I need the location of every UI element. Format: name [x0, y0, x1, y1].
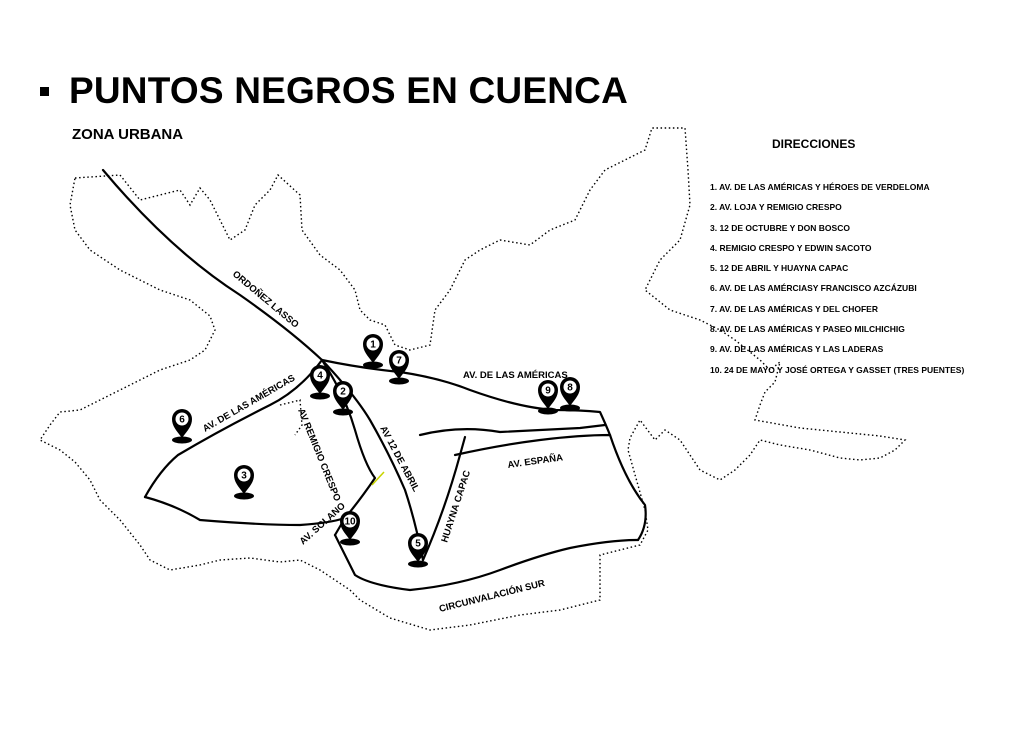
pin-number: 4 — [317, 371, 323, 382]
pin-circle — [411, 536, 425, 550]
pin-circle — [237, 468, 251, 482]
subtitle: ZONA URBANA — [72, 126, 184, 143]
pin-base — [234, 492, 254, 500]
pin-base — [340, 538, 360, 546]
legend-item: 7. AV. DE LAS AMÉRICAS Y DEL CHOFER — [710, 303, 878, 314]
label-ordonez: ORDOÑEZ LASSO — [230, 269, 301, 331]
map-pin-1[interactable]: 1 — [363, 334, 383, 369]
pin-base — [172, 436, 192, 444]
pin-circle — [541, 383, 555, 397]
pin-number: 10 — [344, 517, 356, 528]
title-row: PUNTOS NEGROS EN CUENCA — [40, 70, 628, 112]
pin-base — [363, 361, 383, 369]
map-pin-2[interactable]: 2 — [333, 381, 353, 416]
pin-number: 6 — [179, 415, 185, 426]
pins-layer: 1 2 3 4 5 6 7 8 9 10 — [172, 334, 580, 568]
pin-base — [333, 408, 353, 416]
street-circunvalacion — [333, 533, 640, 592]
legend-item: 6. AV. DE LAS AMÉRCIASY FRANCISCO AZCÁZU… — [710, 283, 917, 294]
pin-number: 2 — [340, 387, 346, 398]
label-remigio: AV REMIGIO CRESPO — [295, 407, 342, 503]
pin-base — [408, 560, 428, 568]
pin-number: 9 — [545, 386, 551, 397]
label-americas-west: AV. DE LAS AMÉRICAS — [201, 373, 297, 435]
pin-number: 8 — [567, 383, 573, 394]
legend-item: 2. AV. LOJA Y REMIGIO CRESPO — [710, 202, 842, 213]
pin-base — [389, 377, 409, 385]
pin-number: 7 — [396, 356, 402, 367]
legend-item: 9. AV. DE LAS AMÉRICAS Y LAS LADERAS — [710, 344, 884, 355]
pin-circle — [366, 337, 380, 351]
street-huayna — [421, 435, 467, 562]
label-12-abril: AV 12 DE ABRIL — [377, 424, 421, 494]
legend-item: 3. 12 DE OCTUBRE Y DON BOSCO — [710, 222, 850, 233]
boundary-edge — [279, 399, 303, 436]
pin-circle — [313, 368, 327, 382]
street-connector — [418, 423, 607, 437]
map-pin-8[interactable]: 8 — [560, 377, 580, 412]
legend-item: 10. 24 DE MAYO Y JOSÉ ORTEGA Y GASSET (T… — [710, 364, 965, 375]
pin-base — [310, 392, 330, 400]
pin-circle — [175, 412, 189, 426]
legend-item: 5. 12 DE ABRIL Y HUAYNA CAPAC — [710, 263, 849, 274]
legend-item: 4. REMIGIO CRESPO Y EDWIN SACOTO — [710, 242, 872, 253]
street-south-west — [143, 495, 347, 527]
street-solano-highlight — [371, 471, 385, 486]
page-title: PUNTOS NEGROS EN CUENCA — [69, 70, 628, 111]
street-americas-west — [143, 358, 324, 499]
label-americas-east: AV. DE LAS AMÉRICAS — [463, 370, 568, 381]
label-espana: AV. ESPAÑA — [507, 452, 564, 471]
pin-circle — [336, 384, 350, 398]
pin-base — [538, 407, 558, 415]
pin-circle — [392, 353, 406, 367]
street-americas-east — [320, 358, 612, 437]
legend: DIRECCIONES 1. AV. DE LAS AMÉRICAS Y HÉR… — [710, 137, 1010, 380]
map-pin-5[interactable]: 5 — [408, 533, 428, 568]
pin-base — [560, 404, 580, 412]
map-pin-3[interactable]: 3 — [234, 465, 254, 500]
legend-item: 8. AV. DE LAS AMÉRICAS Y PASEO MILCHICHI… — [710, 324, 905, 335]
map-pin-6[interactable]: 6 — [172, 409, 192, 444]
pin-number: 5 — [415, 539, 421, 550]
map-pin-7[interactable]: 7 — [389, 350, 409, 385]
legend-title: DIRECCIONES — [772, 137, 856, 151]
street-ordonez — [101, 168, 324, 362]
legend-item: 1. AV. DE LAS AMÉRICAS Y HÉROES DE VERDE… — [710, 182, 930, 192]
map-pin-4[interactable]: 4 — [310, 365, 330, 400]
pin-number: 3 — [241, 471, 247, 482]
legend-list: 1. AV. DE LAS AMÉRICAS Y HÉROES DE VERDE… — [710, 177, 1010, 380]
map-pin-10[interactable]: 10 — [340, 511, 360, 546]
street-espana — [453, 433, 647, 542]
map-pin-9[interactable]: 9 — [538, 380, 558, 415]
pin-circle — [563, 380, 577, 394]
pin-circle — [343, 514, 357, 528]
title-bullet — [40, 86, 49, 96]
pin-number: 1 — [370, 340, 376, 351]
